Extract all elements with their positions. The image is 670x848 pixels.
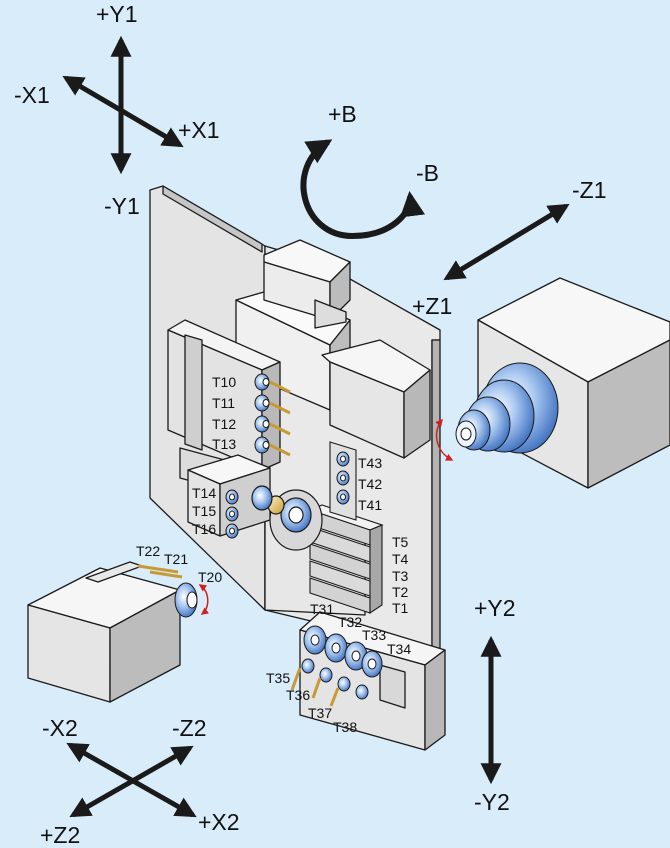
label-plus-x2: +X2 xyxy=(198,809,240,835)
axis-x2-z2-cross xyxy=(66,742,197,818)
label-t43: T43 xyxy=(358,455,382,471)
label-t3: T3 xyxy=(392,568,409,584)
label-t1: T1 xyxy=(392,600,409,616)
label-t42: T42 xyxy=(358,476,382,492)
label-plus-b: +B xyxy=(328,101,357,127)
label-plus-z2: +Z2 xyxy=(40,822,80,848)
label-minus-z2: -Z2 xyxy=(172,715,207,741)
label-t37: T37 xyxy=(308,705,332,721)
label-t10: T10 xyxy=(212,374,236,390)
axis-b-rotation xyxy=(300,139,425,240)
sub-spindle-head xyxy=(27,561,181,703)
label-t22: T22 xyxy=(136,543,160,559)
label-minus-z1: -Z1 xyxy=(572,177,607,203)
label-plus-y1: +Y1 xyxy=(96,1,138,27)
label-t33: T33 xyxy=(362,627,386,643)
label-t34: T34 xyxy=(387,641,411,657)
label-t38: T38 xyxy=(333,719,357,735)
label-t16: T16 xyxy=(192,521,216,537)
axis-x1-y1-cross xyxy=(62,35,184,175)
label-plus-y2: +Y2 xyxy=(474,595,516,621)
lower-turret xyxy=(299,611,446,751)
label-t35: T35 xyxy=(266,670,290,686)
tool-spindles-t10-t13 xyxy=(254,373,291,457)
axis-z1 xyxy=(443,203,570,281)
label-plus-z1: +Z1 xyxy=(412,293,452,319)
tool-labels: T10 T11 T12 T13 T14 T15 T16 T43 T42 T41 … xyxy=(136,374,411,735)
label-t31: T31 xyxy=(310,601,334,617)
label-t11: T11 xyxy=(212,395,235,411)
label-minus-y1: -Y1 xyxy=(104,193,140,219)
tool-spindles-t41-t43 xyxy=(336,451,350,505)
label-t20: T20 xyxy=(198,569,222,585)
tool-spindles-t14-t16 xyxy=(225,489,239,539)
label-t15: T15 xyxy=(192,503,216,519)
label-t32: T32 xyxy=(338,614,362,630)
label-minus-x1: -X1 xyxy=(14,82,50,108)
label-t2: T2 xyxy=(392,584,409,600)
sub-spindle-tools xyxy=(137,564,210,618)
label-t12: T12 xyxy=(212,416,236,432)
label-t4: T4 xyxy=(392,551,409,567)
label-t36: T36 xyxy=(286,687,310,703)
main-spindle-nose xyxy=(435,362,559,461)
label-t21: T21 xyxy=(164,551,188,567)
label-t14: T14 xyxy=(192,485,216,501)
tool-holders-t1-t5 xyxy=(308,504,384,615)
label-t13: T13 xyxy=(212,436,236,452)
label-minus-y2: -Y2 xyxy=(474,789,510,815)
label-minus-b: -B xyxy=(416,160,439,186)
central-turret xyxy=(251,485,323,551)
tool-spindles-t31-t38 xyxy=(290,625,383,707)
label-minus-x2: -X2 xyxy=(42,715,78,741)
label-t5: T5 xyxy=(392,534,409,550)
label-t41: T41 xyxy=(358,497,382,513)
label-plus-x1: +X1 xyxy=(178,117,220,143)
